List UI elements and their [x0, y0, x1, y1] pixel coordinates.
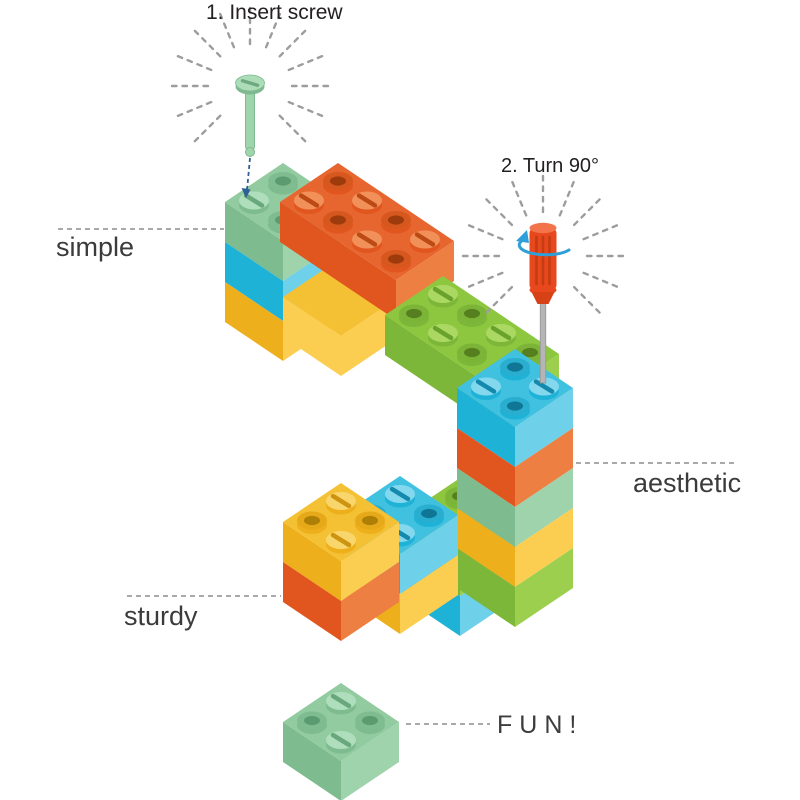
simple-label: simple: [56, 232, 135, 262]
sturdy-label: sturdy: [124, 601, 198, 631]
screw-icon: [235, 74, 265, 157]
screwdriver-icon: [529, 222, 557, 384]
brick-fun-block: [283, 683, 399, 800]
leader-lines: [58, 228, 737, 725]
insert-arrow: [241, 157, 251, 198]
brick-cyan-block: [457, 349, 573, 467]
brick-orange-beam: [280, 163, 454, 320]
turn-arrow: [516, 230, 571, 257]
brick-bottom-yellow-column: [283, 483, 399, 641]
screw-sunburst: [166, 2, 334, 146]
screwdriver-sunburst: [457, 170, 629, 317]
step1-label: 1. Insert screw: [206, 1, 343, 24]
fun-label: FUN!: [497, 711, 584, 739]
step2-label: 2. Turn 90°: [501, 155, 600, 177]
aesthetic-label: aesthetic: [633, 468, 742, 498]
brick-right-column: [457, 428, 573, 627]
